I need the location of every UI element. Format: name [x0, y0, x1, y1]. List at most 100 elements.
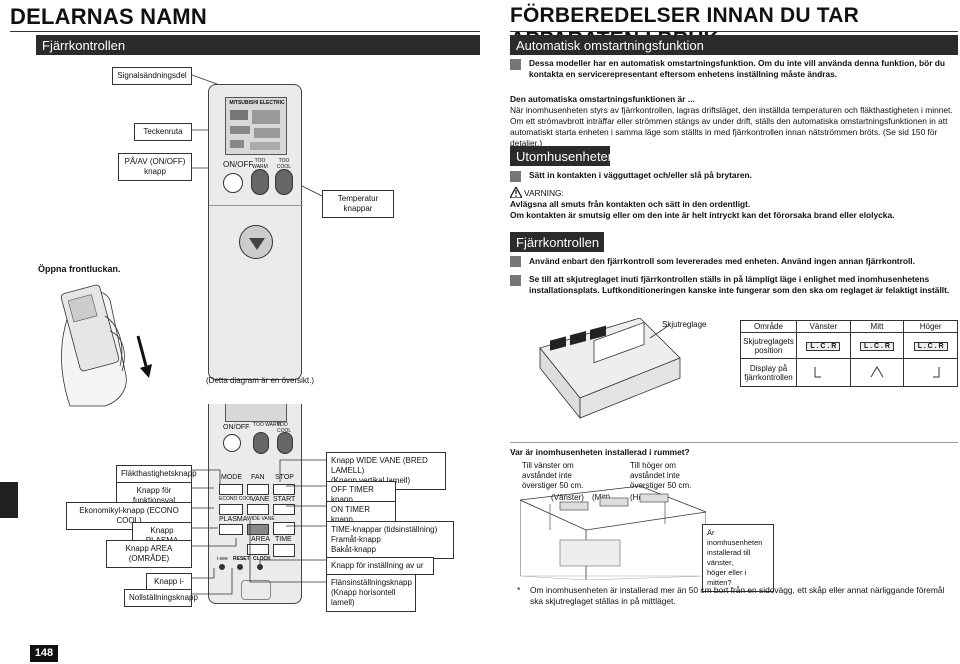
mode-button[interactable]	[219, 484, 243, 495]
signal-label: Signalsändningsdel	[112, 67, 192, 85]
table-display-left	[796, 358, 851, 387]
remote-display-partial	[225, 404, 287, 422]
time-forward-button[interactable]	[273, 522, 295, 535]
temp-up-button[interactable]	[251, 169, 269, 195]
page-number: 148	[30, 645, 58, 662]
warning-title: VARNING:	[524, 188, 564, 198]
left-heading: DELARNAS NAMN	[10, 4, 207, 29]
clock-text: CLOCK	[253, 556, 271, 562]
display-label: Teckenruta	[134, 123, 192, 141]
table-display-mid	[849, 358, 905, 387]
time-text: TIME	[275, 536, 292, 543]
remote-control-front: MITSUBISHI ELECTRIC ON/OFF TOO WARM TOO …	[208, 84, 303, 380]
vane-text: VANE	[251, 496, 270, 503]
pos-mid: (Mitt)	[592, 493, 611, 502]
auto-restart-body: När inomhusenheten styrs av fjärrkontrol…	[510, 105, 953, 148]
open-remote-too-cool: TOO COOL	[277, 422, 292, 434]
side-tab-marker	[0, 482, 18, 518]
isee-button[interactable]	[219, 564, 225, 570]
stop-text: STOP	[275, 474, 294, 481]
warning-line-2: Om kontakten är smutsig eller om den int…	[510, 210, 895, 220]
time-buttons-label: TIME-knappar (tidsinställning) Framåt-kn…	[326, 521, 454, 559]
leader-lines-bottom	[192, 459, 326, 595]
lcd-segments	[230, 110, 280, 150]
table-header-mid: Mitt	[849, 320, 905, 333]
off-timer-button[interactable]	[273, 484, 295, 495]
open-onoff-button[interactable]	[223, 434, 241, 452]
section-divider	[510, 442, 958, 443]
remote-too-cool: TOO COOL	[276, 158, 292, 170]
lcr-slider-right: L . C . R	[913, 342, 948, 351]
open-temp-up-button[interactable]	[253, 432, 269, 454]
wide-vane-button[interactable]	[247, 524, 269, 535]
battery-cover	[241, 580, 271, 600]
remote-too-warm: TOO WARM	[252, 158, 268, 170]
econo-text: ECONO COOL	[219, 496, 253, 502]
area-text: AREA	[251, 536, 271, 543]
vane-button[interactable]	[247, 504, 269, 515]
slider-inside-remote-illustration	[539, 318, 681, 420]
where-left-note: Till vänster om avståndet inte överstige…	[522, 461, 584, 490]
slider-position-table: Område Vänster Mitt Höger Skjutreglagets…	[740, 320, 958, 387]
area-label: Knapp AREA (OMRÅDE)	[106, 540, 192, 568]
auto-restart-note: Dessa modeller har en automatisk omstart…	[529, 58, 946, 79]
time-back-button[interactable]	[273, 544, 295, 557]
bullet-square	[510, 59, 521, 70]
table-header-left: Vänster	[796, 320, 851, 333]
table-cell-mid: L . C . R	[849, 332, 905, 359]
table-row-display-label: Display på fjärrkontrollen	[740, 358, 797, 387]
lcr-slider-left: L . C . R	[806, 342, 841, 351]
cover-down-arrow-icon	[239, 225, 273, 259]
wide-vane-text: WIDE VANE	[247, 516, 275, 522]
outdoor-unit-bar: Utomhusenheten	[510, 146, 615, 166]
bullet-square	[510, 275, 521, 286]
area-button[interactable]	[247, 544, 269, 555]
where-question-box: Är inomhusenheten installerad till vänst…	[702, 524, 774, 592]
temp-buttons-label: Temperatur knappar	[322, 190, 394, 218]
lcr-slider-mid: L . C . R	[860, 342, 894, 351]
remote-display: MITSUBISHI ELECTRIC	[225, 97, 287, 155]
open-remote-too-warm: TOO WARM	[253, 422, 281, 428]
left-section-bar: Fjärrkontrollen	[36, 35, 480, 55]
footnote-star: *	[517, 585, 521, 595]
auto-restart-bar: Automatisk omstartningsfunktion	[510, 35, 958, 55]
fan-text: FAN	[251, 474, 265, 481]
overview-note: (Detta diagram är en översikt.)	[206, 376, 315, 385]
fan-button[interactable]	[247, 484, 269, 495]
open-cover-label: Öppna frontluckan.	[38, 264, 121, 274]
temp-down-button[interactable]	[275, 169, 293, 195]
hand-holding-remote-illustration	[60, 284, 152, 407]
remote-note-2: Se till att skjutreglaget inuti fjärrkon…	[529, 274, 950, 295]
bullet-square	[510, 171, 521, 182]
econo-cool-button[interactable]	[219, 504, 243, 515]
open-remote-onoff-text: ON/OFF	[223, 424, 250, 431]
vane-label: Flänsinställningsknapp (Knapp horisontel…	[326, 574, 416, 612]
fan-speed-label: Fläkthastighetsknapp	[116, 465, 197, 483]
outdoor-unit-note: Sätt in kontakten i vägguttaget och/elle…	[529, 170, 752, 180]
remote-brand: MITSUBISHI ELECTRIC	[229, 100, 285, 106]
plasma-text: PLASMA	[219, 516, 248, 523]
remote-onoff-text: ON/OFF	[223, 160, 254, 169]
plasma-button[interactable]	[219, 524, 243, 535]
remote-cover-seam	[209, 205, 303, 206]
table-cell-right: L . C . R	[903, 332, 958, 359]
econo-cool-label: Ekonomikyl-knapp (ECONO COOL)	[66, 502, 192, 530]
onoff-button[interactable]	[223, 173, 243, 193]
clock-label: Knapp för inställning av ur	[326, 557, 434, 575]
remote-control-open: ON/OFF TOO WARM TOO COOL MODE FAN STOP E…	[208, 404, 302, 604]
reset-button[interactable]	[237, 564, 243, 570]
on-timer-button[interactable]	[273, 504, 295, 515]
reset-text: RESET	[233, 556, 250, 562]
warning-line-1: Avlägsna all smuts från kontakten och sä…	[510, 199, 751, 209]
table-header-right: Höger	[903, 320, 958, 333]
slider-label: Skjutreglage	[662, 320, 707, 329]
where-right-note: Till höger om avståndet inte överstiger …	[630, 461, 692, 490]
warning-icon	[510, 187, 522, 198]
table-cell-left: L . C . R	[796, 332, 851, 359]
table-display-right	[903, 358, 958, 387]
where-installed-title: Var är inomhusenheten installerad i rumm…	[510, 447, 690, 457]
open-temp-down-button[interactable]	[277, 432, 293, 454]
start-text: START	[273, 496, 296, 503]
table-row-slider-label: Skjutreglagets position	[740, 332, 797, 359]
pos-left: (Vänster)	[551, 493, 584, 502]
